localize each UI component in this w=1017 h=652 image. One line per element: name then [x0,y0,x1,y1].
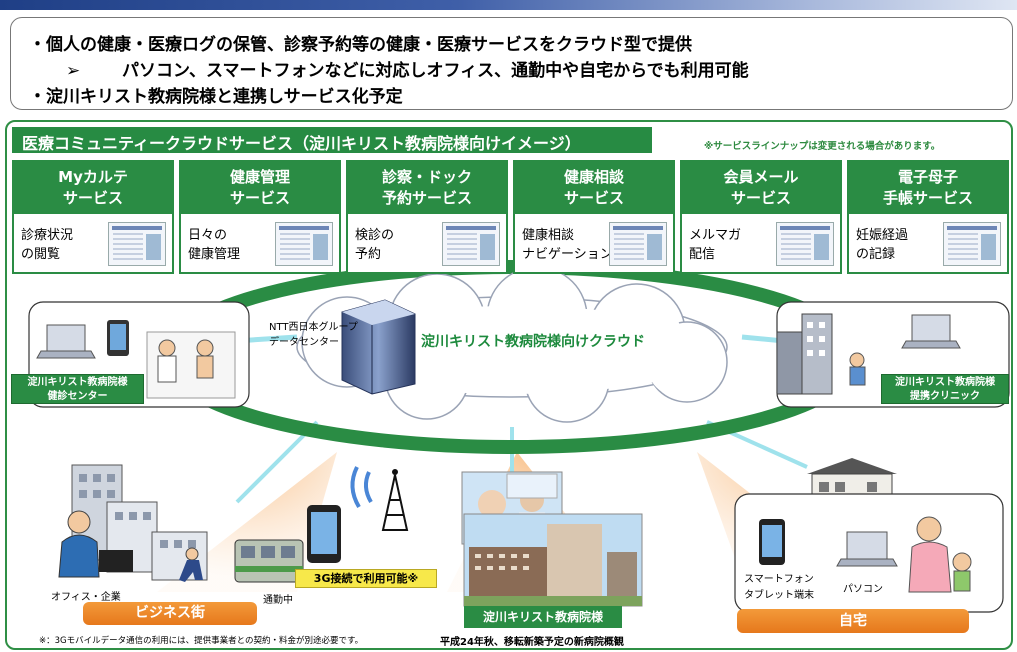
doctor-icon [146,331,236,399]
service-name-line1: Myカルテ [58,168,128,186]
service-name-line1: 健康相談 [563,168,624,186]
service-lineup: Myカルテ サービス 診療状況の閲覧 健康管理 サービス 日々の健康管理 診察・… [12,160,1010,278]
service-card-header: Myカルテ サービス [14,162,172,214]
datacenter-label-line2: データセンター [269,337,339,348]
screenshot-thumbnail-icon [108,222,166,266]
service-desc-line2: 予約 [355,247,382,262]
service-card-header: 健康管理 サービス [181,162,339,214]
datacenter-label-line1: NTT西日本グループ [269,322,358,333]
clinic-building-icon [776,313,833,395]
footnote: ※：3Gモバイルデータ通信の利用には、提供事業者との契約・料金が別途必要です。 [39,636,364,646]
train-icon [234,539,304,583]
arrow-marker-icon: ➢ [66,61,81,81]
hospital-label: 淀川キリスト教病院様 [464,606,622,628]
screenshot-thumbnail-icon [442,222,500,266]
datacenter-label: NTT西日本グループ データセンター [269,320,358,350]
service-card-my-karte: Myカルテ サービス 診療状況の閲覧 [12,160,174,274]
laptop-icon [836,531,898,567]
left-site-label-line1: 淀川キリスト教病院様 [27,377,128,388]
right-site-label: 淀川キリスト教病院様 提携クリニック [881,374,1009,404]
radio-tower-icon [350,466,409,531]
patient-icon [849,352,866,386]
right-site-label-line2: 提携クリニック [910,391,980,402]
service-desc-line1: 健康相談 [522,228,575,243]
service-card-member-mail: 会員メール サービス メルマガ配信 [680,160,842,274]
screenshot-thumbnail-icon [776,222,834,266]
new-hospital-caption: 平成24年秋、移転新築予定の新病院概観 [440,637,624,648]
service-desc-line1: 検診の [355,228,395,243]
service-name-line2: サービス [229,189,290,207]
service-name-line1: 健康管理 [229,168,290,186]
runner-icon [179,547,203,582]
smartphone-label: スマートフォン [744,574,814,585]
service-card-header: 会員メール サービス [682,162,840,214]
service-name-line2: サービス [730,189,791,207]
service-card-reservation: 診察・ドック 予約サービス 検診の予約 [346,160,508,274]
service-diagram-frame: 医療コミュニティークラウドサービス（淀川キリスト教病院様向けイメージ） ※サービ… [5,120,1013,650]
service-card-header: 健康相談 サービス [515,162,673,214]
screenshot-thumbnail-icon [609,222,667,266]
service-card-header: 電子母子 手帳サービス [849,162,1007,214]
businessman-icon [58,510,133,578]
office-label: オフィス・企業 [51,592,121,603]
left-site-label: 淀川キリスト教病院様 健診センター [11,374,144,404]
service-desc-line2: の閲覧 [21,247,61,262]
service-name-line2: サービス [563,189,624,207]
service-desc-line1: メルマガ [689,228,742,243]
top-gradient-bar [0,0,1017,10]
service-desc-line2: 健康管理 [188,247,241,262]
diagram-title: 医療コミュニティークラウドサービス（淀川キリスト教病院様向けイメージ） [12,127,652,153]
service-card-header: 診察・ドック 予約サービス [348,162,506,214]
pc-label: パソコン [843,584,883,595]
left-site-label-line2: 健診センター [47,391,108,402]
service-name-line2: 予約サービス [381,189,472,207]
network-diagram [28,260,1010,613]
bullet-2: ➢ パソコン、スマートフォンなどに対応しオフィス、通勤中や自宅からでも利用可能 [66,56,749,81]
home-label: 自宅 [737,609,969,633]
screenshot-thumbnail-icon [943,222,1001,266]
lineup-note: ※サービスラインナップは変更される場合があります。 [704,141,941,152]
cloud-label: 淀川キリスト教病院様向けクラウド [421,334,645,350]
service-card-consultation: 健康相談 サービス 健康相談ナビゲーション [513,160,675,274]
service-desc-line1: 診療状況 [21,228,74,243]
commute-label: 通勤中 [263,595,293,606]
mobile-3g-note: 3G接続で利用可能※ [295,569,437,588]
service-name-line2: 手帳サービス [882,189,973,207]
laptop-icon [901,314,961,349]
summary-box: ・個人の健康・医療ログの保管、診察予約等の健康・医療サービスをクラウド型で提供 … [10,17,1013,110]
bullet-2-text: パソコン、スマートフォンなどに対応しオフィス、通勤中や自宅からでも利用可能 [122,61,749,81]
right-site-label-line1: 淀川キリスト教病院様 [895,377,995,388]
datacenter-building-icon [341,299,416,395]
tablet-icon [107,320,129,356]
service-desc-line2: の記録 [856,247,896,262]
screenshot-thumbnail-icon [275,222,333,266]
service-name-line1: 電子母子 [897,168,958,186]
service-name-line1: 診察・ドック [381,168,472,186]
bullet-3: ・淀川キリスト教病院様と連携しサービス化予定 [29,87,403,107]
smartphone-tablet-label: スマートフォン タブレット端末 [744,572,814,604]
service-desc-line2: ナビゲーション [522,247,613,262]
smartphone-icon [307,505,341,563]
mother-child-icon [908,516,972,593]
smartphone-icon [759,519,785,565]
hospital-photo-icon [463,513,643,607]
business-district-label: ビジネス街 [83,602,257,625]
service-name-line1: 会員メール [723,168,799,186]
service-desc-line1: 妊娠経過 [856,228,909,243]
tablet-label: タブレット端末 [744,590,814,601]
service-card-maternal-handbook: 電子母子 手帳サービス 妊娠経過の記録 [847,160,1009,274]
service-name-line2: サービス [62,189,123,207]
service-card-health-management: 健康管理 サービス 日々の健康管理 [179,160,341,274]
laptop-icon [36,324,96,359]
service-desc-line1: 日々の [188,228,228,243]
bullet-1: ・個人の健康・医療ログの保管、診察予約等の健康・医療サービスをクラウド型で提供 [29,35,692,55]
service-desc-line2: 配信 [689,247,716,262]
